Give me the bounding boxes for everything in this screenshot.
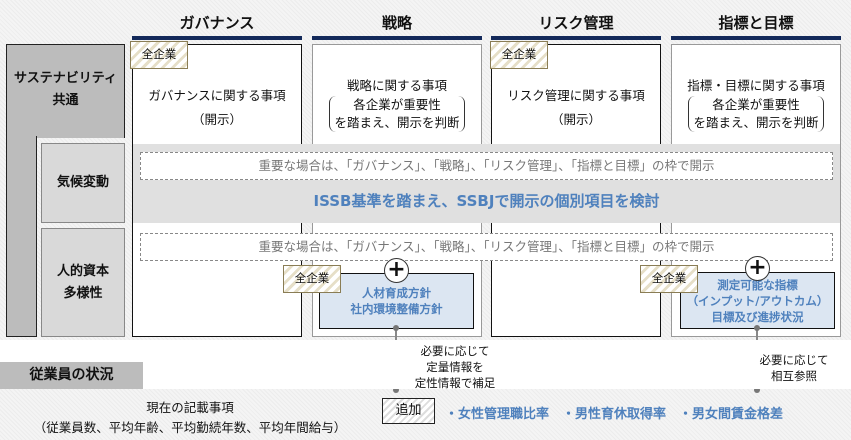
header-underline <box>671 36 841 40</box>
add-label: 追加 <box>382 398 435 424</box>
note-line: 定性情報で補足 <box>414 376 496 390</box>
current-title: 現在の記載事項 <box>146 400 234 415</box>
strategy-cell: 戦略に関する事項 各企業が重要性を踏まえ、開示を判断 <box>313 76 481 133</box>
common-row-label <box>6 44 125 138</box>
header-underline <box>491 36 661 40</box>
box-line: 社内環境整備方針 <box>350 302 443 316</box>
all-companies-tag: 全企業 <box>130 41 188 69</box>
cell-title: 戦略に関する事項 <box>346 78 447 93</box>
hr-policy-box: 人材育成方針社内環境整備方針 <box>319 273 474 329</box>
common-row-text: サステナビリティ共通 <box>8 60 123 120</box>
note-line: 必要に応じて <box>420 344 490 358</box>
human-label-line: 人的資本 <box>56 263 109 279</box>
common-label-line: サステナビリティ <box>14 71 117 86</box>
common-label-line: 共通 <box>52 93 79 108</box>
header-underline <box>132 36 302 40</box>
climate-label: 気候変動 <box>56 175 109 190</box>
all-companies-tag: 全企業 <box>283 265 341 293</box>
header-metrics: 指標と目標 <box>718 14 794 32</box>
strategy-note: 必要に応じて定量情報を定性情報で補足 <box>405 343 505 391</box>
all-companies-tag: 全企業 <box>640 265 698 293</box>
metrics-targets-box: 測定可能な指標（インプット/アウトカム）目標及び進捗状況 <box>680 272 835 329</box>
dashed-note: 重要な場合は、「ガバナンス」、「戦略」、「リスク管理」、「指標と目標」の枠で開示 <box>140 233 833 261</box>
header-underline <box>312 36 482 40</box>
connector-dot <box>754 387 760 393</box>
human-label-line: 多様性 <box>63 285 103 301</box>
risk-cell: リスク管理に関する事項 （開示） <box>492 86 660 130</box>
common-row-stem <box>6 136 37 337</box>
dashed-note: 重要な場合は、「ガバナンス」、「戦略」、「リスク管理」、「指標と目標」の枠で開示 <box>140 152 833 180</box>
metrics-cell: 指標・目標に関する事項 各企業が重要性を踏まえ、開示を判断 <box>672 76 840 133</box>
paren-line: を踏まえ、開示を判断 <box>693 115 819 130</box>
cell-sub: （開示） <box>191 112 242 127</box>
note-line: 相互参照 <box>771 369 817 383</box>
header-governance: ガバナンス <box>179 14 255 32</box>
paren-line: を踏まえ、開示を判断 <box>334 115 460 130</box>
connector-dot <box>754 325 760 331</box>
header-strategy: 戦略 <box>381 14 412 32</box>
cell-title: リスク管理に関する事項 <box>507 88 645 103</box>
plus-icon: + <box>384 258 409 283</box>
cell-paren: 各企業が重要性を踏まえ、開示を判断 <box>329 96 465 132</box>
box-line: 目標及び進捗状況 <box>711 309 804 324</box>
connector-dot <box>393 387 399 393</box>
note-line: 必要に応じて <box>759 353 829 367</box>
employee-status-label: 従業員の状況 <box>0 362 143 389</box>
box-line: 人材育成方針 <box>362 286 431 300</box>
cell-title: ガバナンスに関する事項 <box>148 88 286 103</box>
cell-sub: （開示） <box>550 112 601 127</box>
box-line: 測定可能な指標 <box>717 277 798 292</box>
header-risk: リスク管理 <box>538 14 614 32</box>
governance-cell: ガバナンスに関する事項 （開示） <box>133 86 301 130</box>
cell-paren: 各企業が重要性を踏まえ、開示を判断 <box>688 96 824 132</box>
climate-row-label: 気候変動 <box>41 143 125 223</box>
issb-text: ISSB基準を踏まえ、SSBJで開示の個別項目を検討 <box>313 192 660 210</box>
paren-line: 各企業が重要性 <box>353 97 441 112</box>
note-line: 定量情報を <box>426 360 484 374</box>
current-items: 現在の記載事項 （従業員数、平均年齢、平均勤続年数、平均年間給与） <box>0 398 380 438</box>
connector-dot <box>393 325 399 331</box>
box-line: （インプット/アウトカム） <box>686 293 829 308</box>
current-items-list: （従業員数、平均年齢、平均勤続年数、平均年間給与） <box>33 420 347 435</box>
all-companies-tag: 全企業 <box>490 41 548 69</box>
added-items: ・女性管理職比率 ・男性育休取得率 ・男女間賃金格差 <box>445 407 784 422</box>
metrics-note: 必要に応じて相互参照 <box>758 352 830 384</box>
cell-title: 指標・目標に関する事項 <box>687 78 825 93</box>
paren-line: 各企業が重要性 <box>712 97 800 112</box>
plus-icon: + <box>745 256 770 281</box>
human-capital-row-label: 人的資本多様性 <box>41 228 125 337</box>
